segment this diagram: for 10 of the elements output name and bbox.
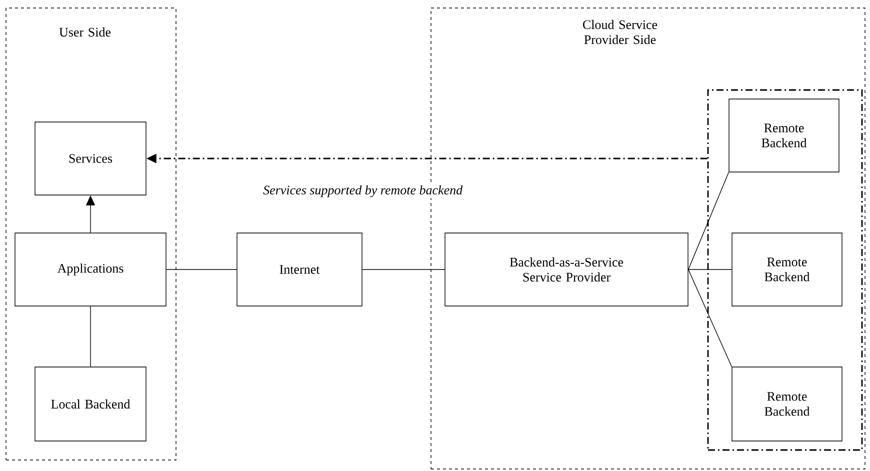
process-box: Remote Backend xyxy=(728,98,840,172)
process-box: Services xyxy=(34,122,146,196)
process-box: Backend-as-a-Service Service Provider xyxy=(444,232,688,306)
process-box: Remote Backend xyxy=(732,366,842,442)
process-box: Internet xyxy=(236,232,362,306)
process-box: Applications xyxy=(14,232,166,306)
group-box xyxy=(707,89,863,451)
process-box: Remote Backend xyxy=(732,232,842,306)
process-box: Local Backend xyxy=(34,366,146,442)
edge-label: Services supported by remote backend xyxy=(262,184,464,198)
